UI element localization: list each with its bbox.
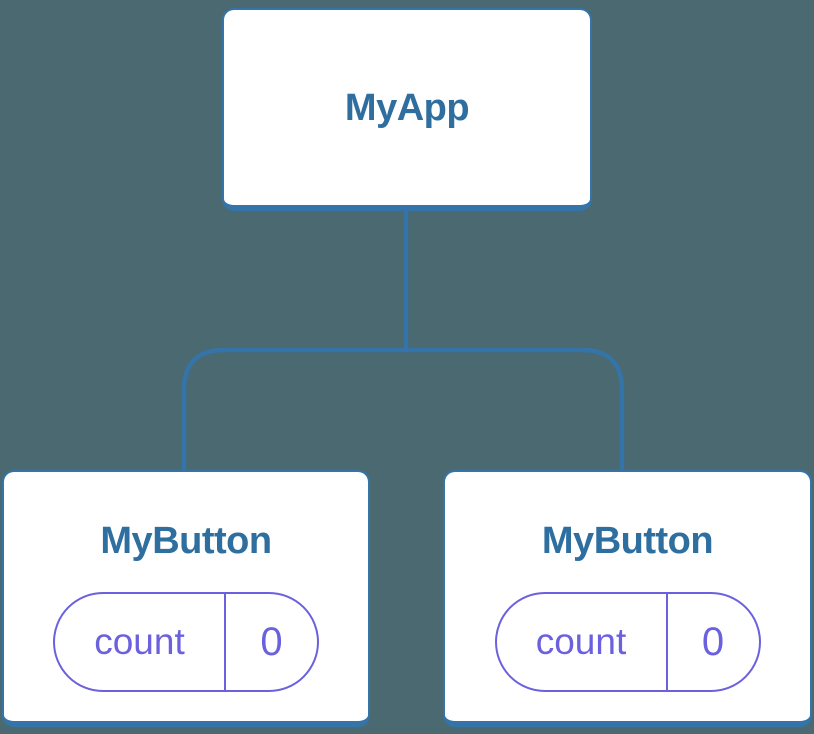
component-node-child-2: MyButton count 0: [443, 470, 812, 727]
state-value: 0: [260, 619, 283, 664]
state-value: 0: [701, 619, 725, 664]
component-label: MyApp: [344, 86, 470, 129]
component-node-child-1: MyButton count 0: [2, 470, 370, 727]
state-pill: count 0: [494, 592, 761, 692]
state-pill: count 0: [53, 592, 319, 692]
connector-branch: [181, 347, 625, 471]
component-label: MyButton: [541, 520, 714, 562]
component-label: MyButton: [100, 520, 272, 562]
state-name: count: [497, 594, 668, 690]
component-node-root: MyApp: [222, 8, 592, 211]
state-name: count: [55, 594, 226, 690]
